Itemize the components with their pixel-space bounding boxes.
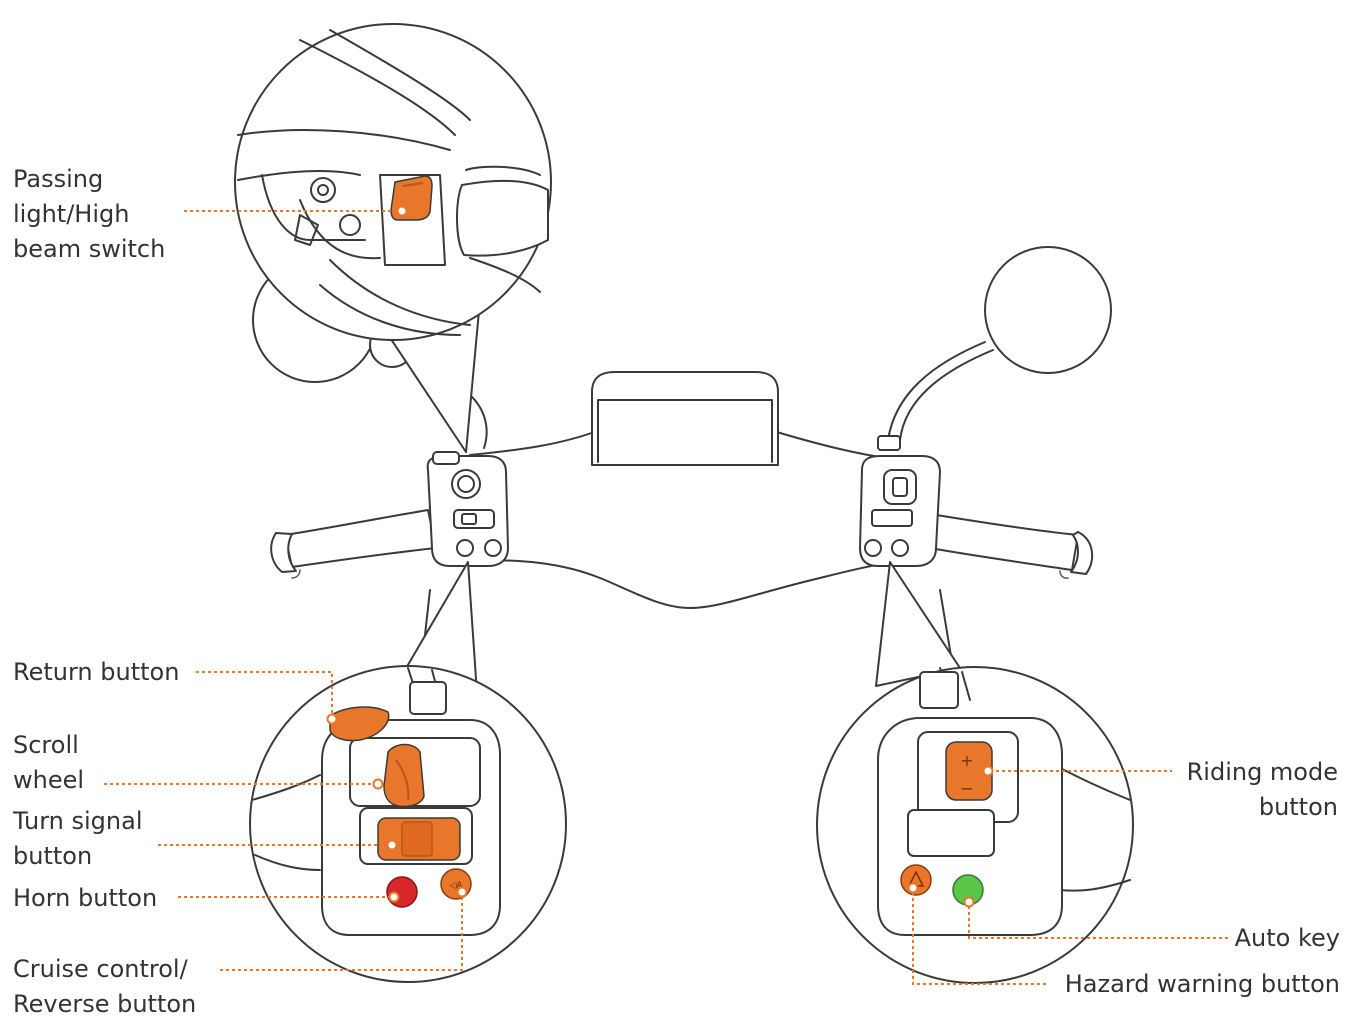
leader-dots [326,205,994,908]
svg-text:−: − [960,779,973,798]
label-return-button: Return button [13,658,180,686]
right-mirror [984,246,1112,374]
label-cruise-control-reverse-button: Cruise control/ Reverse button [13,955,197,1018]
label-auto-key: Auto key [1234,924,1340,952]
label-passing-light-high-beam-switch: Passing light/High beam switch [13,165,166,263]
svg-text:◁A: ◁A [449,881,463,891]
left-grip [270,509,437,579]
right-grip [929,513,1094,579]
left-switch-housing [426,451,509,567]
passing-light-detail [234,23,552,453]
leader-lines [104,210,1228,985]
right-mirror-stem [887,341,986,441]
left-controls-detail: ◁A [249,561,567,983]
horn-button-shape [386,876,418,908]
label-hazard-warning-button: Hazard warning button [1064,970,1340,998]
label-horn-button: Horn button [13,884,158,912]
handlebar-assembly [270,246,1112,681]
label-scroll-wheel: Scroll wheel [13,731,85,794]
label-turn-signal-button: Turn signal button [13,807,143,870]
label-riding-mode-button: Riding mode button [1186,758,1338,821]
right-controls-detail: + − [816,561,1134,984]
right-switch-housing [859,455,941,567]
dashboard-display [591,371,779,466]
return-button-shape [329,706,390,742]
svg-text:+: + [960,751,973,770]
